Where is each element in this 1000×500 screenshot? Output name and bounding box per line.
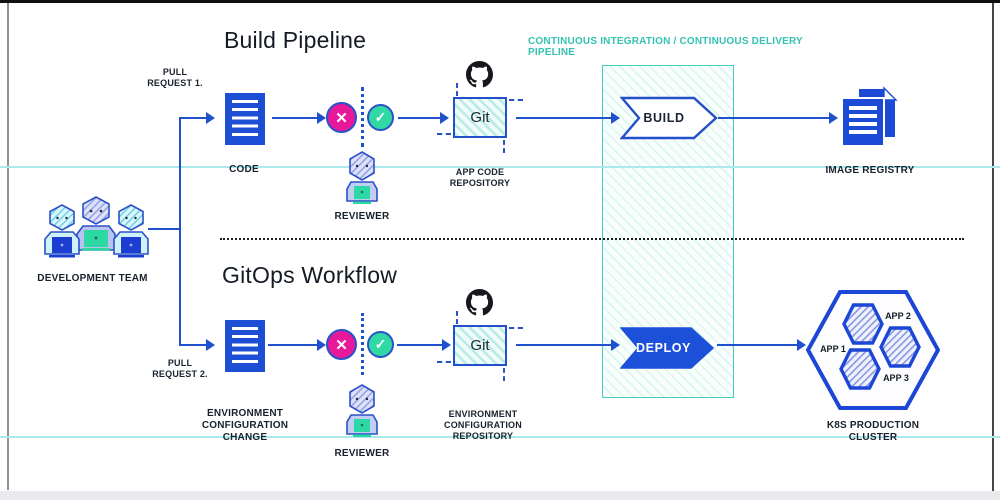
- reviewer-icon: [346, 151, 378, 204]
- environment-configuration-repository-label: ENVIRONMENT CONFIGURATION REPOSITORY: [444, 409, 522, 441]
- image-registry-icon: [841, 86, 898, 147]
- crop-mark: [503, 368, 505, 381]
- environment-configuration-change-label: ENVIRONMENT CONFIGURATION CHANGE: [201, 408, 289, 443]
- arrow-repo-to-deploy: [516, 339, 620, 351]
- reviewer-icon: [346, 384, 378, 437]
- review-dotted-line: [361, 87, 364, 147]
- k8s-cluster-hexagon-icon: [806, 290, 940, 410]
- frame-left-border: [7, 3, 9, 490]
- arrow-review-to-repo: [398, 112, 449, 124]
- approve-check-icon: ✓: [367, 104, 394, 131]
- code-document-icon: [225, 93, 265, 145]
- cicd-pipeline-label: CONTINUOUS INTEGRATION / CONTINUOUS DELI…: [528, 36, 803, 58]
- environment-config-repo-git-box: Git: [453, 325, 507, 366]
- crop-mark: [503, 140, 505, 153]
- app-code-repo-git-box: Git: [453, 97, 507, 138]
- reject-x-icon: ✕: [326, 102, 357, 133]
- crop-mark: [509, 327, 523, 329]
- deploy-stage-chevron: [620, 327, 715, 369]
- crop-mark: [437, 133, 451, 135]
- approve-check-icon: ✓: [367, 331, 394, 358]
- arrow-repo-to-build: [516, 112, 620, 124]
- app-3-label: APP 3: [883, 373, 909, 383]
- pull-request-1-label: PULL REQUEST 1.: [147, 67, 203, 88]
- section-divider-dotted-line: [220, 238, 964, 240]
- reviewer-label: REVIEWER: [334, 211, 390, 222]
- horizontal-rule-top: [0, 166, 1000, 168]
- arrow-code-to-review: [272, 112, 326, 124]
- frame-top-border: [0, 0, 1000, 3]
- git-box-text: Git: [470, 337, 490, 354]
- app-code-repository-label: APP CODE REPOSITORY: [449, 167, 511, 188]
- arrow-config-to-review: [268, 339, 326, 351]
- arrow-to-code: [180, 112, 215, 124]
- arrow-deploy-to-cluster: [717, 339, 806, 351]
- build-stage-label: BUILD: [643, 111, 685, 125]
- frame-bottom-border: [0, 491, 1000, 500]
- frame-right-border: [992, 3, 994, 492]
- review-dotted-line: [361, 313, 364, 375]
- crop-mark: [509, 99, 523, 101]
- git-box-text: Git: [470, 109, 490, 126]
- github-octocat-icon: [466, 61, 493, 88]
- horizontal-rule-bottom: [0, 436, 1000, 438]
- k8s-production-cluster-label: K8S PRODUCTION CLUSTER: [826, 420, 920, 443]
- crop-mark: [456, 311, 458, 324]
- arrow-to-config: [180, 339, 215, 351]
- deploy-stage-label: DEPLOY: [636, 341, 691, 355]
- github-octocat-icon: [466, 289, 493, 316]
- code-label: CODE: [229, 164, 259, 175]
- environment-config-document-icon: [225, 320, 265, 372]
- development-team-icon: [44, 196, 149, 258]
- team-connector-line: [148, 228, 181, 230]
- arrow-review-to-repo: [397, 339, 451, 351]
- reject-x-icon: ✕: [326, 329, 357, 360]
- gitops-workflow-title: GitOps Workflow: [222, 262, 398, 288]
- crop-mark: [437, 361, 451, 363]
- image-registry-label: IMAGE REGISTRY: [825, 165, 915, 176]
- pull-request-2-label: PULL REQUEST 2.: [152, 358, 208, 379]
- app-2-label: APP 2: [885, 311, 911, 321]
- branch-vertical-line: [179, 117, 181, 346]
- arrow-build-to-registry: [718, 112, 838, 124]
- build-stage-chevron: [620, 96, 718, 140]
- app-1-label: APP 1: [820, 344, 846, 354]
- crop-mark: [456, 83, 458, 96]
- build-pipeline-title: Build Pipeline: [224, 27, 367, 53]
- reviewer-label: REVIEWER: [334, 448, 390, 459]
- development-team-label: DEVELOPMENT TEAM: [37, 273, 148, 284]
